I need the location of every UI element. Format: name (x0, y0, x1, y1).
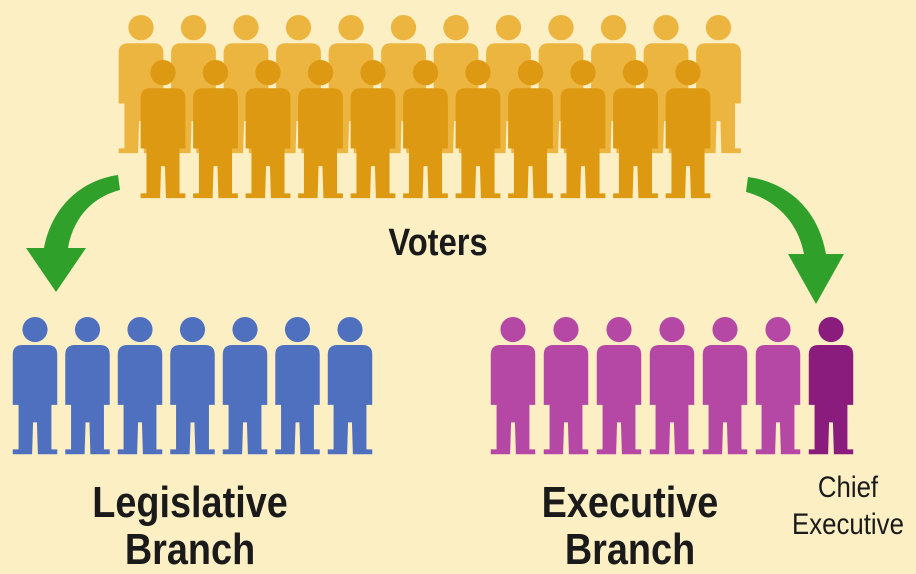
curved-arrow-down-icon (26, 175, 120, 292)
executive-branch-group (490, 316, 854, 455)
legislative-branch-group (12, 316, 373, 455)
executive-branch-label-line1: Executive (541, 478, 719, 527)
executive-figure-icon (755, 316, 801, 455)
legislator-figure-icon (327, 316, 373, 455)
curved-arrow-down-icon (746, 177, 844, 304)
executive-figure-icon (649, 316, 695, 455)
executive-figure-icon (490, 316, 536, 455)
legislator-figure-icon (65, 316, 110, 455)
executive-figure-icon (543, 316, 589, 455)
chief-executive-figure-icon (808, 316, 854, 455)
legislator-figure-icon (275, 316, 320, 455)
chief-executive-label-line2: Executive (792, 508, 904, 541)
executive-figure-icon (596, 316, 642, 455)
arrows (26, 175, 844, 304)
legislator-figure-icon (170, 316, 215, 455)
chief-executive-label-line1: Chief (817, 471, 879, 504)
legislator-figure-icon (117, 316, 163, 455)
legislative-branch-label-line2: Branch (124, 525, 256, 574)
voters-label: Voters (388, 222, 488, 264)
executive-figure-icon (702, 316, 748, 455)
legislative-branch-label-line1: Legislative (92, 478, 288, 527)
legislator-figure-icon (222, 316, 268, 455)
executive-branch-label-line2: Branch (564, 525, 696, 574)
legislator-figure-icon (12, 316, 58, 455)
